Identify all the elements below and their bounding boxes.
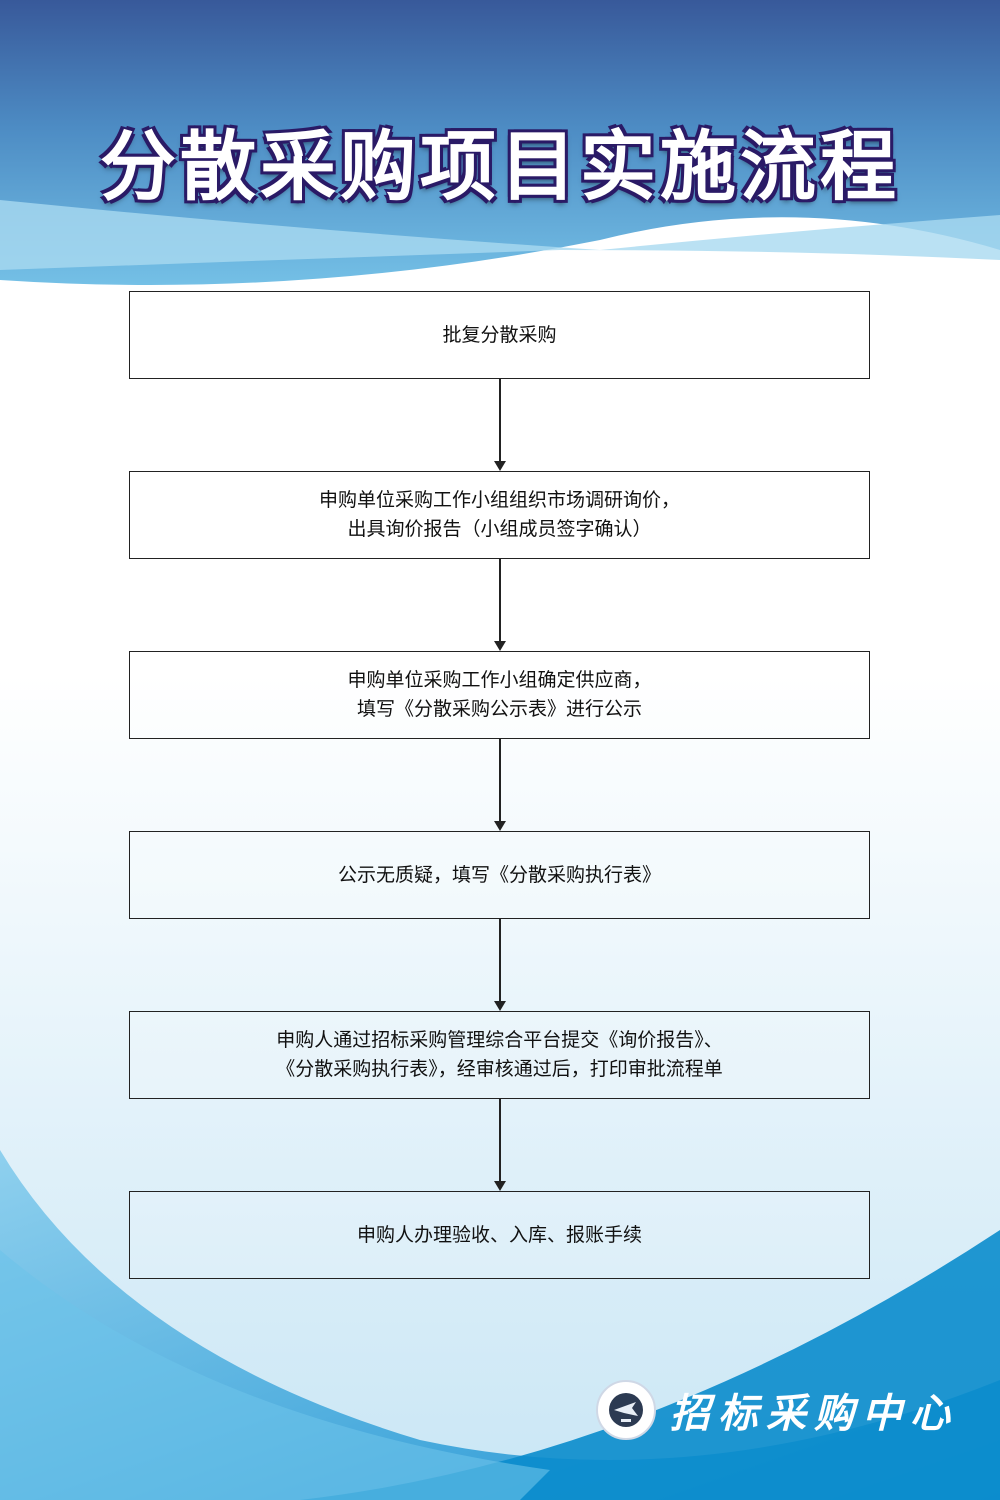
step-text: 《分散采购执行表》，经审核通过后，打印审批流程单 <box>276 1058 723 1080</box>
page-title: 分散采购项目实施流程 <box>100 122 900 211</box>
university-logo-icon <box>596 1380 656 1440</box>
step-text: 出具询价报告（小组成员签字确认） <box>347 518 652 540</box>
flow-step-4: 公示无质疑，填写《分散采购执行表》 <box>129 831 870 919</box>
step-text: 申购人办理验收、入库、报账手续 <box>356 1223 642 1246</box>
footer-brand: 招标采购中心 <box>596 1380 958 1440</box>
flow-arrow <box>494 739 506 831</box>
organization-name: 招标采购中心 <box>670 1390 958 1437</box>
step-text: 申购单位采购工作小组确定供应商， <box>347 669 652 691</box>
flow-step-6: 申购人办理验收、入库、报账手续 <box>129 1191 870 1279</box>
step-text: 批复分散采购 <box>442 323 557 346</box>
step-text: 公示无质疑，填写《分散采购执行表》 <box>337 863 661 886</box>
flow-step-3: 申购单位采购工作小组确定供应商， 填写《分散采购公示表》进行公示 <box>129 651 870 739</box>
step-text: 申购人通过招标采购管理综合平台提交《询价报告》、 <box>276 1029 723 1051</box>
flow-step-2: 申购单位采购工作小组组织市场调研询价， 出具询价报告（小组成员签字确认） <box>129 471 870 559</box>
flow-arrow <box>494 1099 506 1191</box>
flow-arrow <box>494 379 506 471</box>
flow-step-5: 申购人通过招标采购管理综合平台提交《询价报告》、 《分散采购执行表》，经审核通过… <box>129 1011 870 1099</box>
flow-arrow <box>494 559 506 651</box>
step-text: 申购单位采购工作小组组织市场调研询价， <box>318 489 680 511</box>
flow-arrow <box>494 919 506 1011</box>
step-text: 填写《分散采购公示表》进行公示 <box>356 698 642 720</box>
flow-step-1: 批复分散采购 <box>129 291 870 379</box>
